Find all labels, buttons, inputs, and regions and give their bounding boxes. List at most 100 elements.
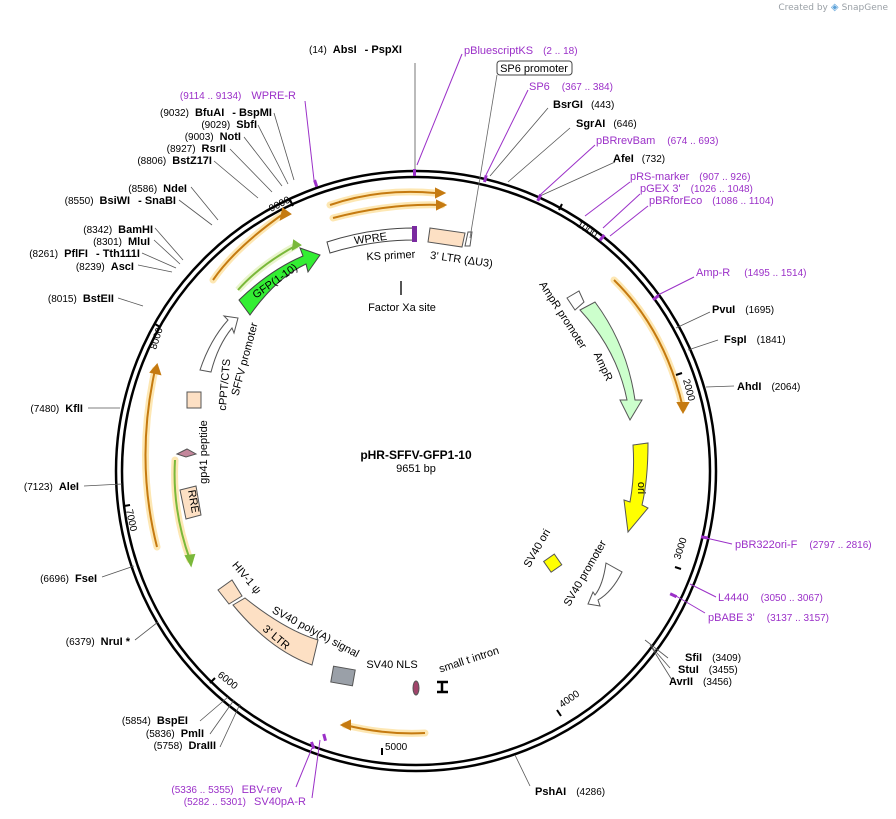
primer-labels: pBluescriptKS(2 .. 18) SP6(367 .. 384) p… bbox=[171, 45, 871, 808]
enzyme-sfii[interactable]: SfiI(3409) bbox=[685, 652, 741, 664]
orf-arrowhead bbox=[149, 363, 162, 376]
tick-label: 4000 bbox=[557, 688, 582, 710]
primer-wpre-r[interactable]: (9114 .. 9134)WPRE-R bbox=[180, 90, 296, 102]
enzyme-bamhi[interactable]: (8342)BamHI bbox=[83, 224, 153, 236]
primer-leaders bbox=[295, 53, 733, 799]
primer-pbr322ori-f[interactable]: pBR322ori-F(2797 .. 2816) bbox=[735, 539, 872, 551]
sp6-promoter-label: SP6 promoter bbox=[500, 63, 568, 75]
enzyme-stui[interactable]: StuI(3455) bbox=[678, 664, 738, 676]
enzyme-pshai[interactable]: PshAI(4286) bbox=[535, 786, 605, 798]
plasmid-name: pHR-SFFV-GFP1-10 bbox=[360, 448, 472, 462]
cppt-label: cPPT/CTS bbox=[217, 358, 233, 411]
primer-l4440[interactable]: L4440(3050 .. 3067) bbox=[718, 592, 823, 604]
enzyme-bsteii[interactable]: (8015)BstEII bbox=[48, 293, 114, 305]
sp6-promoter-leader bbox=[469, 74, 498, 239]
enzyme-pvui[interactable]: PvuI(1695) bbox=[712, 304, 774, 316]
orf-arrowhead bbox=[435, 187, 447, 199]
watermark-brand: SnapGene bbox=[841, 2, 888, 13]
enzyme-nrui[interactable]: (6379)NruI * bbox=[66, 636, 131, 648]
enzyme-bstz17i[interactable]: (8806)BstZ17I bbox=[137, 155, 212, 167]
small-t-intron-label: small t intron bbox=[438, 645, 501, 676]
sp6-promoter-box bbox=[496, 60, 573, 76]
enzyme-asci[interactable]: (8239)AscI bbox=[76, 261, 134, 273]
sffv-promoter-feature[interactable] bbox=[199, 315, 239, 373]
orf-arrow bbox=[144, 369, 158, 548]
sv40-promoter-label: SV40 promoter bbox=[562, 538, 610, 608]
enzyme-noti[interactable]: (9003)NotI bbox=[185, 131, 241, 143]
enzyme-mlui[interactable]: (8301)MluI bbox=[93, 236, 150, 248]
primer-pbluescriptks[interactable]: pBluescriptKS(2 .. 18) bbox=[464, 45, 578, 57]
sv40-nls-label: SV40 NLS bbox=[366, 659, 417, 671]
orf-arrow bbox=[329, 190, 436, 206]
enzyme-avrii[interactable]: AvrII(3456) bbox=[669, 676, 732, 688]
orf-arrow bbox=[344, 724, 426, 735]
primer-ebv-rev[interactable]: (5336 .. 5355)EBV-rev bbox=[171, 784, 282, 796]
orf-arrowhead bbox=[279, 207, 292, 221]
backbone-inner-strand bbox=[120, 175, 712, 767]
feature-labels: SP6 promoter WPRE KS primer 3' LTR (ΔU3)… bbox=[185, 60, 647, 676]
enzyme-bsiwi[interactable]: (8550)BsiWI- SnaBI bbox=[65, 195, 176, 207]
orf-arrow bbox=[613, 279, 684, 409]
sv40-polya-feature[interactable] bbox=[330, 665, 356, 687]
ltr-du3-feature[interactable] bbox=[427, 227, 466, 248]
enzyme-ndei[interactable]: (8586)NdeI bbox=[128, 183, 187, 195]
enzyme-bsrgi[interactable]: BsrGI(443) bbox=[553, 99, 614, 111]
ks-primer-label: KS primer bbox=[366, 249, 416, 264]
sv40-nls-feature[interactable] bbox=[412, 680, 420, 696]
enzyme-bfuai[interactable]: (9032)BfuAI- BspMI bbox=[160, 107, 272, 119]
rre-feature[interactable] bbox=[179, 485, 202, 520]
snapgene-watermark: Created by ◈ SnapGene bbox=[778, 2, 888, 13]
orf-arrows bbox=[144, 187, 690, 735]
enzyme-afei[interactable]: AfeI(732) bbox=[613, 153, 665, 165]
enzyme-rsrii[interactable]: (8927)RsrII bbox=[167, 143, 226, 155]
plasmid-length: 9651 bp bbox=[396, 463, 436, 475]
tick-label: 3000 bbox=[672, 536, 689, 561]
cppt-feature[interactable] bbox=[186, 391, 202, 409]
primer-amp-r[interactable]: Amp-R(1495 .. 1514) bbox=[696, 267, 807, 279]
gfp-feature[interactable] bbox=[238, 247, 321, 316]
enzyme-absi[interactable]: (14)AbsI- PspXI bbox=[309, 44, 402, 56]
ori-feature[interactable] bbox=[623, 442, 649, 534]
ampr-label: AmpR bbox=[591, 350, 615, 383]
enzyme-alei[interactable]: (7123)AleI bbox=[24, 481, 79, 493]
enzyme-leaders bbox=[83, 63, 735, 787]
primer-pgex3[interactable]: pGEX 3'(1026 .. 1048) bbox=[640, 183, 753, 195]
primer-pbrforeco[interactable]: pBRforEco(1086 .. 1104) bbox=[649, 195, 774, 207]
orf-arrow bbox=[332, 203, 443, 219]
primer-sv40pa-r[interactable]: (5282 .. 5301)SV40pA-R bbox=[184, 796, 306, 808]
sv40-ori-feature[interactable] bbox=[542, 553, 563, 573]
ampr-feature[interactable] bbox=[579, 301, 643, 422]
primer-sp6[interactable]: SP6(367 .. 384) bbox=[529, 81, 613, 93]
ori-label: ori bbox=[635, 482, 647, 494]
primer-pbabe3[interactable]: pBABE 3'(3137 .. 3157) bbox=[708, 612, 829, 624]
sv40-promoter-feature[interactable] bbox=[587, 562, 623, 607]
primer-prs-marker[interactable]: pRS-marker(907 .. 926) bbox=[630, 171, 750, 183]
ks-primer-marker bbox=[412, 226, 417, 242]
gp41-feature[interactable] bbox=[175, 448, 198, 458]
ltr3-feature[interactable] bbox=[232, 597, 319, 666]
enzyme-kfli[interactable]: (7480)KflI bbox=[30, 403, 83, 415]
enzyme-bspei[interactable]: (5854)BspEI bbox=[122, 715, 188, 727]
ampr-promoter-feature[interactable] bbox=[566, 290, 585, 311]
enzyme-ahdi[interactable]: AhdI(2064) bbox=[737, 381, 800, 393]
orf-arrowhead bbox=[339, 719, 351, 731]
snapgene-logo-icon: ◈ bbox=[830, 2, 839, 13]
tick-label: 5000 bbox=[385, 742, 408, 753]
enzyme-sgrai[interactable]: SgrAI(646) bbox=[576, 118, 637, 130]
enzyme-pmli[interactable]: (5836)PmlI bbox=[146, 728, 204, 740]
enzyme-fsei[interactable]: (6696)FseI bbox=[40, 573, 97, 585]
rre-label: RRE bbox=[185, 489, 201, 514]
small-t-intron-feature[interactable] bbox=[437, 680, 448, 694]
enzyme-fspi[interactable]: FspI(1841) bbox=[724, 334, 786, 346]
wpre-label: WPRE bbox=[353, 231, 387, 247]
factor-xa-label: Factor Xa site bbox=[368, 302, 436, 314]
orf-arrow bbox=[212, 213, 284, 281]
feature-shapes bbox=[175, 226, 649, 696]
enzyme-pflfi[interactable]: (8261)PflFI- Tth111I bbox=[29, 248, 140, 260]
hiv1-psi-feature[interactable] bbox=[217, 579, 243, 605]
primer-pbrrevbam[interactable]: pBRrevBam(674 .. 693) bbox=[596, 135, 718, 147]
enzyme-sbfi[interactable]: (9029)SbfI bbox=[201, 119, 257, 131]
enzyme-draiii[interactable]: (5758)DraIII bbox=[154, 740, 216, 752]
primer-markers bbox=[310, 169, 709, 750]
